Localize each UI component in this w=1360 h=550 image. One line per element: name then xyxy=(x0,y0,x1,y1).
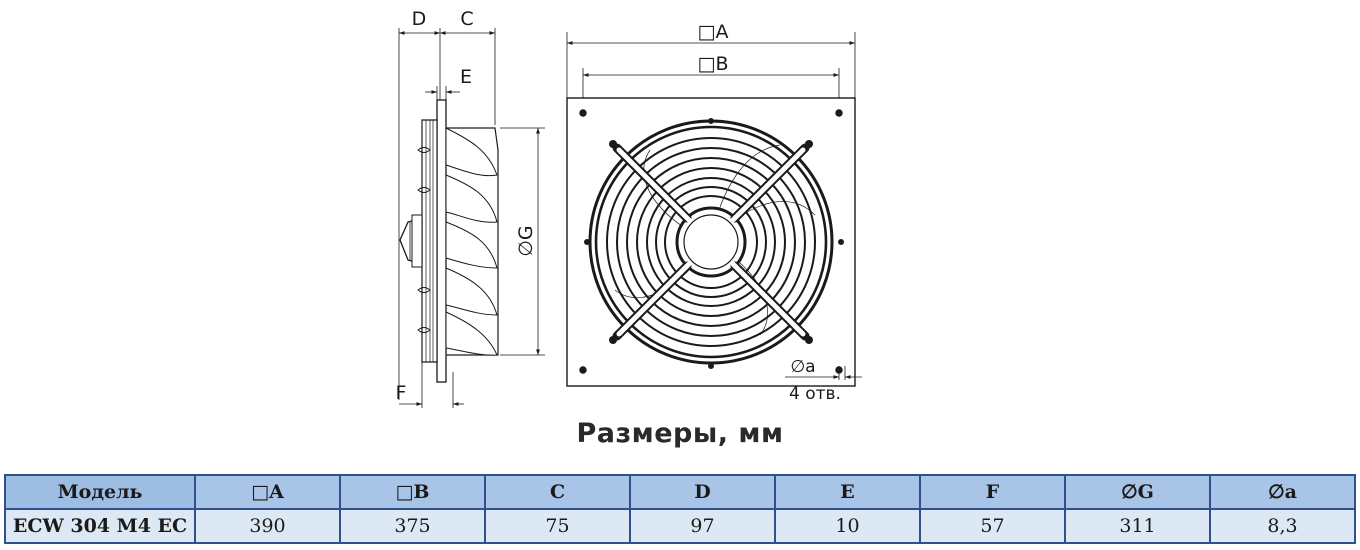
col-header-a: □A xyxy=(194,474,341,510)
cell-g: 311 xyxy=(1064,508,1211,544)
col-header-e: E xyxy=(774,474,921,510)
table-header-row: Модель □A □B C D E F ∅G ∅a xyxy=(4,474,1356,510)
table-row: ECW 304 M4 EC 390 375 75 97 10 57 311 8,… xyxy=(4,508,1356,544)
col-header-d: D xyxy=(629,474,776,510)
fan-dimension-drawing: D C E F ∅G xyxy=(396,8,862,408)
dim-f-label: F xyxy=(396,382,407,404)
cell-d: 97 xyxy=(629,508,776,544)
dim-g-label: ∅G xyxy=(515,225,537,256)
page-title: Размеры, мм xyxy=(576,418,784,449)
dimensions-table: Модель □A □B C D E F ∅G ∅a ECW 304 M4 EC… xyxy=(4,474,1356,544)
cell-b: 375 xyxy=(339,508,486,544)
col-header-g: ∅G xyxy=(1064,474,1211,510)
col-header-c: C xyxy=(484,474,631,510)
col-header-f: F xyxy=(919,474,1066,510)
col-header-hole: ∅a xyxy=(1209,474,1356,510)
cell-f: 57 xyxy=(919,508,1066,544)
dim-b-label: □B xyxy=(698,53,729,75)
dim-hole-label: ∅a xyxy=(790,357,815,377)
dim-a-label: □A xyxy=(698,21,729,43)
dim-d-label: D xyxy=(412,8,427,30)
cell-e: 10 xyxy=(774,508,921,544)
col-header-b: □B xyxy=(339,474,486,510)
front-view xyxy=(566,32,862,387)
side-view xyxy=(398,28,545,408)
dim-c-label: C xyxy=(460,8,473,30)
cell-a: 390 xyxy=(194,508,341,544)
holes-count-label: 4 отв. xyxy=(789,384,841,404)
cell-c: 75 xyxy=(484,508,631,544)
cell-hole: 8,3 xyxy=(1209,508,1356,544)
cell-model: ECW 304 M4 EC xyxy=(4,508,196,544)
col-header-model: Модель xyxy=(4,474,196,510)
dim-e-label: E xyxy=(460,66,472,88)
